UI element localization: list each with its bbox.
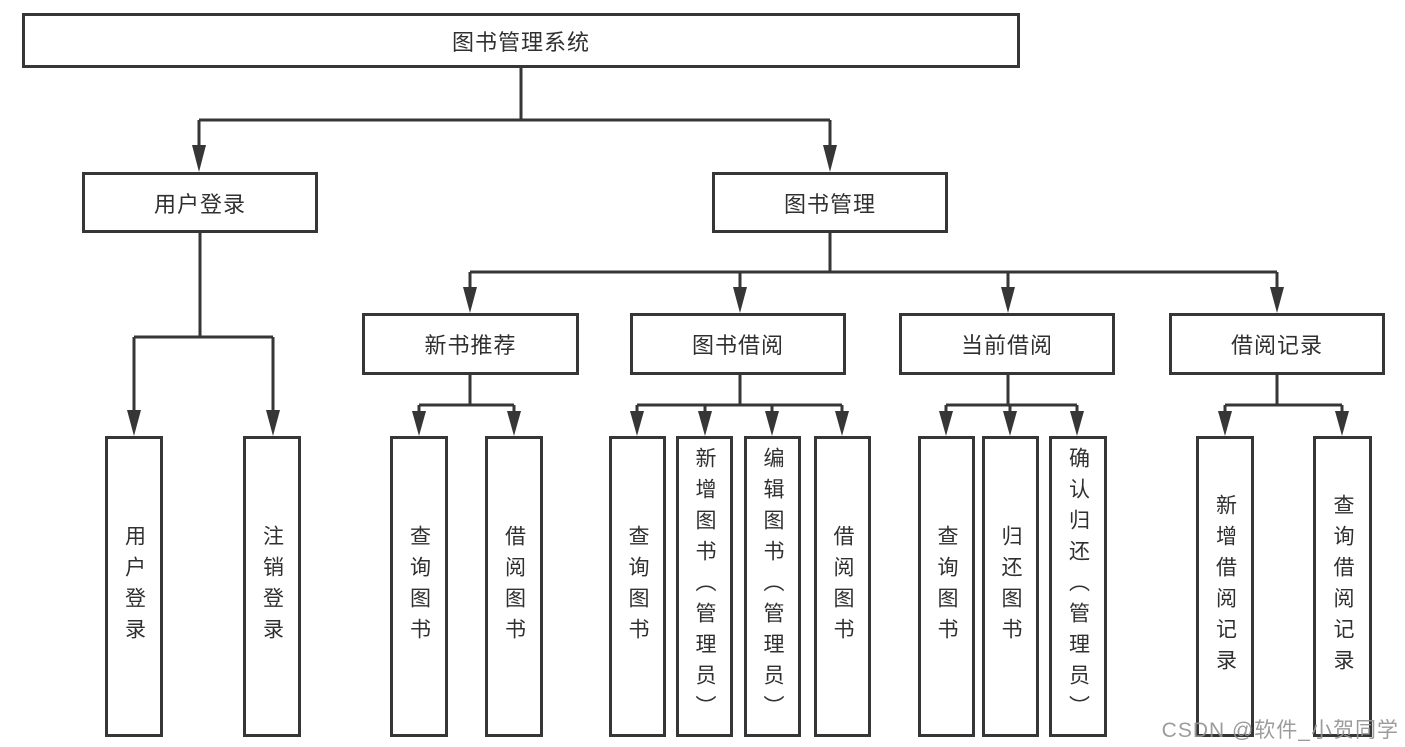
node-book-management: 图书管理: [712, 172, 948, 233]
leaf-query-books-current-label: 查询图书: [935, 524, 958, 649]
leaf-query-books-newbooks: 查询图书: [390, 436, 448, 737]
leaf-add-books-admin: 新增图书（管理员）: [676, 436, 733, 737]
leaf-add-borrow-record-label: 新增借阅记录: [1213, 493, 1237, 680]
leaf-edit-books-admin-label: 编辑图书（管理员）: [761, 447, 784, 726]
leaf-query-books-current: 查询图书: [918, 436, 975, 737]
leaf-logout-label: 注销登录: [260, 524, 284, 649]
leaf-confirm-return-admin-label: 确认归还（管理员）: [1066, 447, 1090, 726]
leaf-query-books-borrowing: 查询图书: [609, 436, 666, 737]
leaf-borrow-books-newbooks: 借阅图书: [485, 436, 543, 737]
node-current-borrowing: 当前借阅: [899, 313, 1115, 375]
root-node-label: 图书管理系统: [451, 29, 590, 55]
leaf-query-books-borrowing-label: 查询图书: [626, 524, 649, 649]
node-current-borrowing-label: 当前借阅: [960, 333, 1053, 358]
leaf-query-borrow-record: 查询借阅记录: [1313, 436, 1372, 737]
leaf-logout: 注销登录: [243, 436, 301, 737]
leaf-edit-books-admin: 编辑图书（管理员）: [744, 436, 801, 737]
node-new-book-recommendation: 新书推荐: [362, 313, 579, 375]
node-book-borrowing-label: 图书借阅: [691, 333, 784, 358]
csdn-watermark: CSDN @软件_小贺同学: [1161, 719, 1399, 742]
leaf-confirm-return-admin: 确认归还（管理员）: [1049, 436, 1107, 737]
leaf-query-books-newbooks-label: 查询图书: [407, 524, 431, 649]
node-user-login-label: 用户登录: [153, 191, 246, 217]
leaf-user-login: 用户登录: [105, 436, 163, 737]
node-new-book-recommendation-label: 新书推荐: [424, 333, 517, 358]
node-borrowing-records: 借阅记录: [1169, 313, 1385, 375]
node-book-management-label: 图书管理: [783, 191, 876, 217]
leaf-return-books: 归还图书: [982, 436, 1039, 737]
leaf-add-borrow-record: 新增借阅记录: [1196, 436, 1254, 737]
leaf-borrow-books-newbooks-label: 借阅图书: [502, 524, 526, 649]
leaf-return-books-label: 归还图书: [999, 524, 1022, 649]
leaf-borrow-books-borrowing-label: 借阅图书: [831, 524, 854, 649]
leaf-query-borrow-record-label: 查询借阅记录: [1331, 493, 1354, 680]
leaf-user-login-label: 用户登录: [122, 524, 146, 649]
node-user-login: 用户登录: [82, 172, 318, 233]
node-borrowing-records-label: 借阅记录: [1230, 333, 1323, 358]
node-book-borrowing: 图书借阅: [630, 313, 846, 375]
leaf-borrow-books-borrowing: 借阅图书: [814, 436, 871, 737]
leaf-add-books-admin-label: 新增图书（管理员）: [693, 447, 716, 726]
root-node-library-management-system: 图书管理系统: [22, 13, 1020, 68]
